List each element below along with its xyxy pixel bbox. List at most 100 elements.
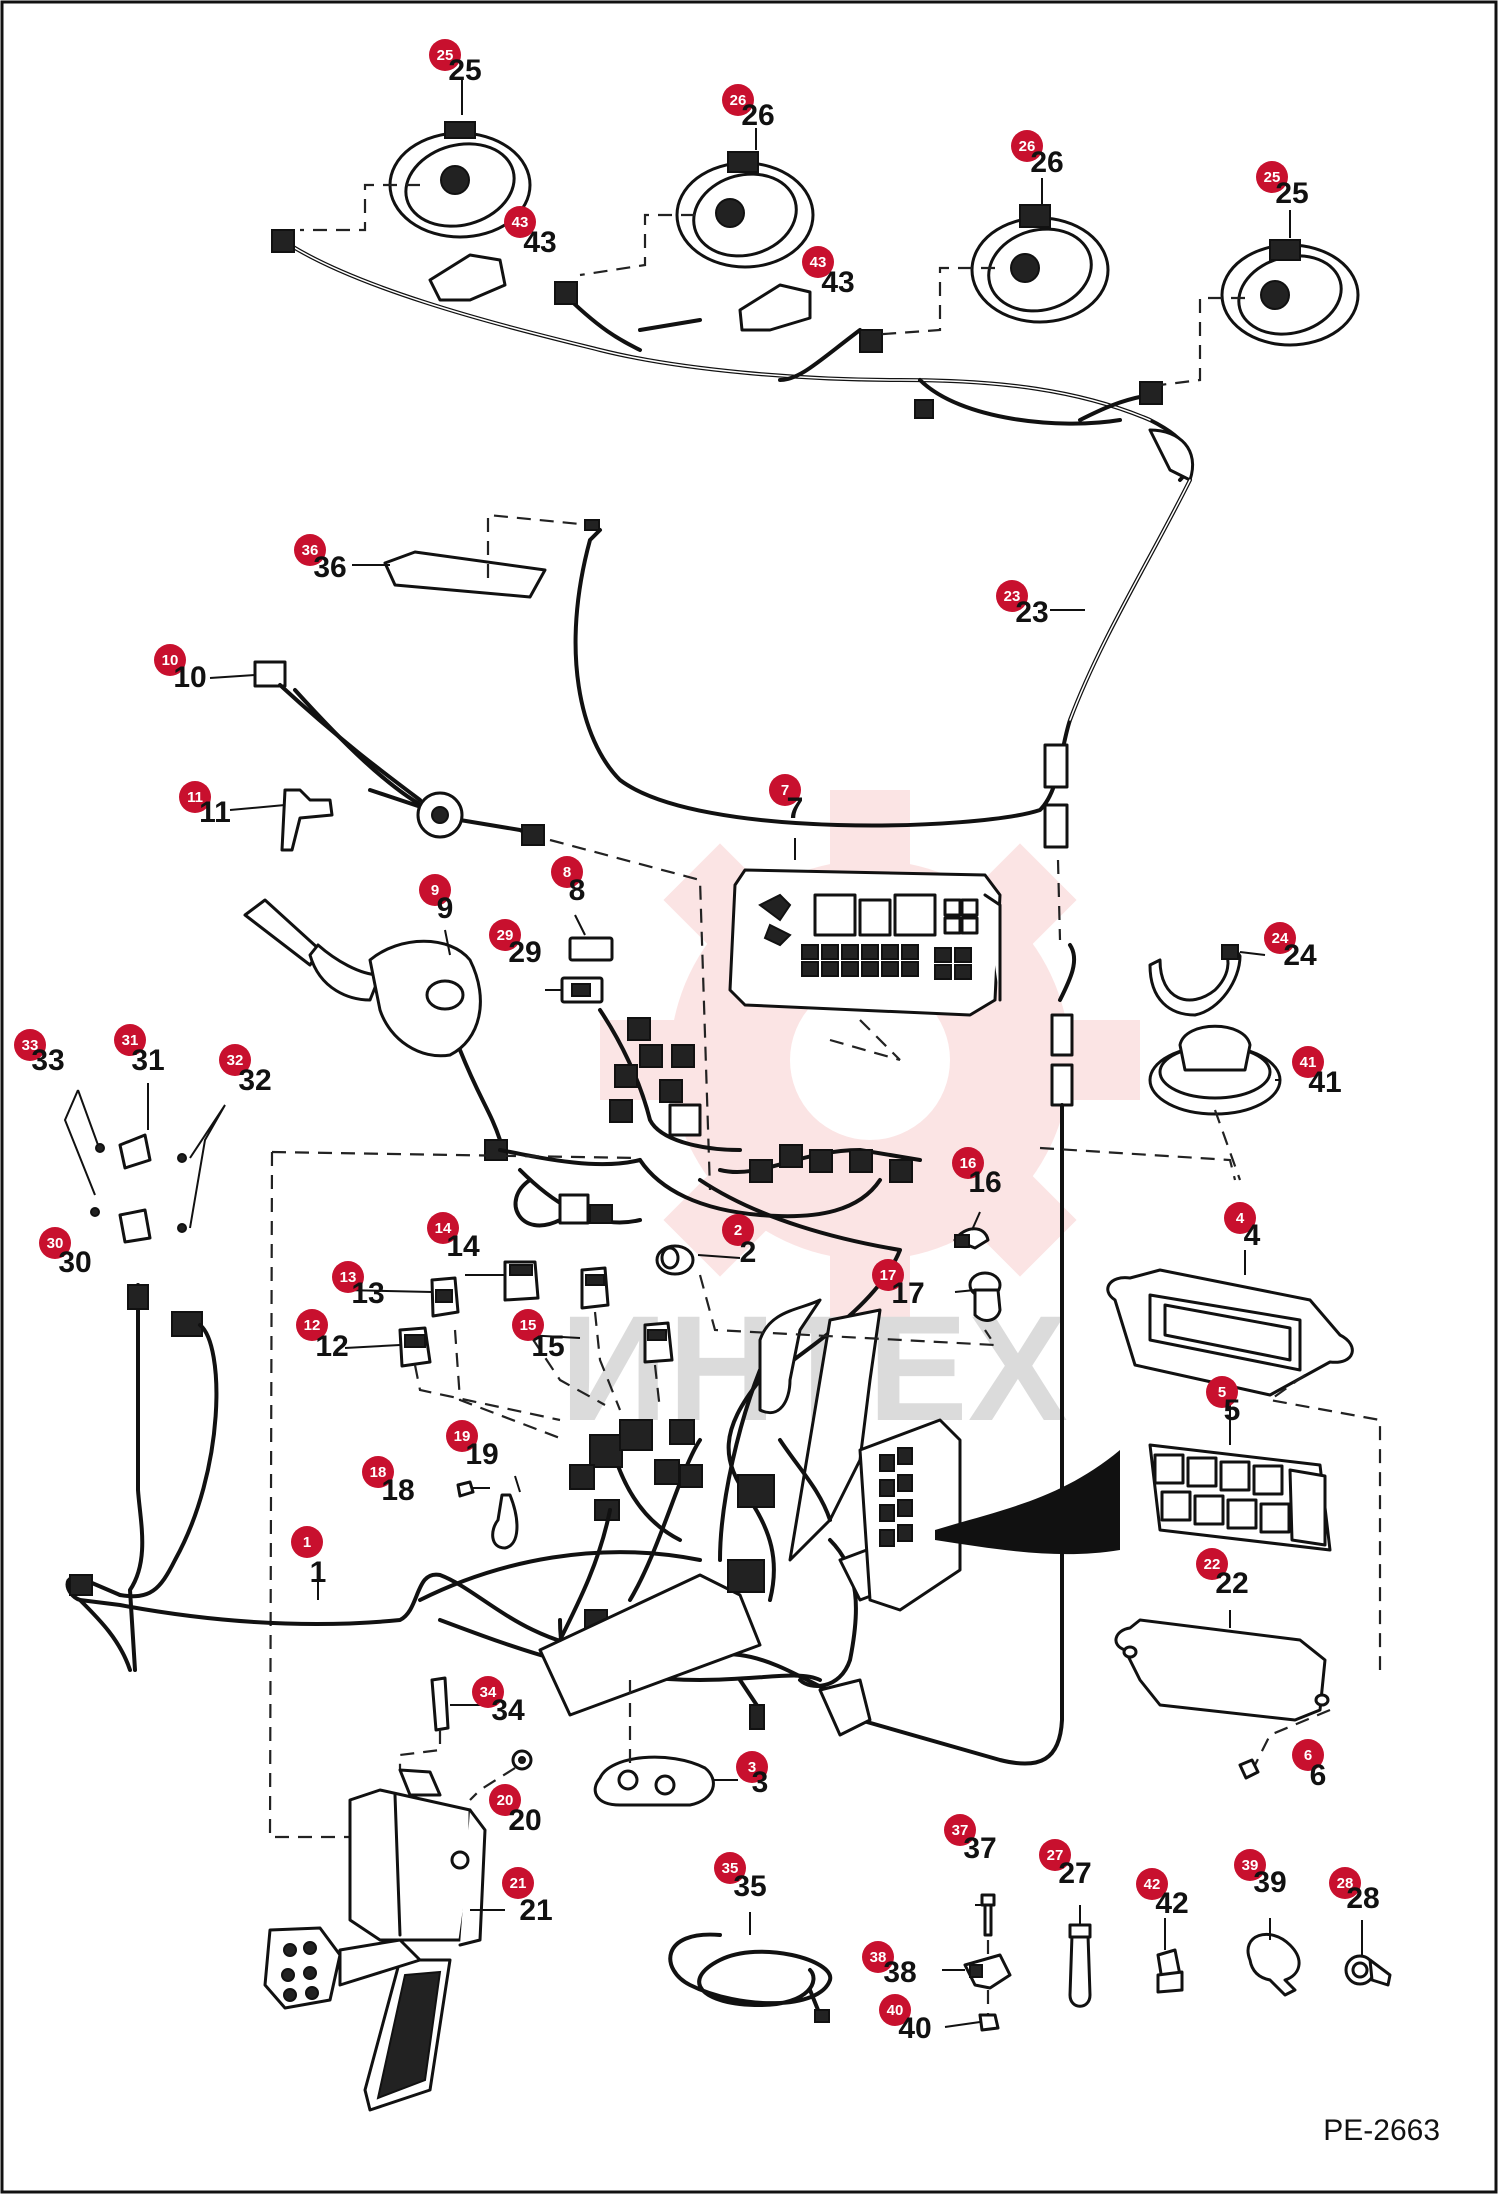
- callout-25-right: 25 25: [1256, 161, 1309, 210]
- callout-number: 16: [968, 1166, 1001, 1199]
- callout-10: 10 10: [154, 644, 207, 694]
- callout-3: 3 3: [736, 1751, 768, 1799]
- callout-6: 6 6: [1292, 1739, 1326, 1792]
- callout-8: 8 8: [551, 856, 585, 907]
- callout-number: 20: [508, 1804, 541, 1837]
- callout-number: 9: [437, 892, 454, 925]
- callout-badge-text: 38: [870, 1949, 887, 1966]
- callout-number: 30: [58, 1246, 91, 1279]
- rear-light-25-right: [1220, 239, 1360, 347]
- callout-number: 34: [491, 1694, 525, 1727]
- callout-badge-text: 11: [187, 789, 203, 806]
- bolt-6: [1238, 1758, 1260, 1780]
- callout-badge-text: 42: [1144, 1876, 1161, 1893]
- callout-badge-text: 37: [952, 1822, 969, 1839]
- nut-20: [511, 1749, 533, 1771]
- callout-27: 27 27: [1039, 1839, 1092, 1890]
- callout-badge-text: 35: [722, 1860, 739, 1877]
- callout-2: 2 2: [722, 1214, 756, 1269]
- callout-badge-text: 13: [340, 1269, 357, 1286]
- callout-badge-text: 3: [748, 1759, 756, 1776]
- callout-number: 39: [1253, 1866, 1286, 1899]
- rear-light-25-left: [388, 121, 532, 239]
- rear-light-26-right: [970, 204, 1110, 324]
- callout-number: 21: [519, 1894, 552, 1927]
- callout-badge-text: 28: [1337, 1875, 1354, 1892]
- callout-badge-text: 7: [781, 782, 789, 799]
- cluster-button-row: [801, 944, 972, 980]
- clamp-39: [1246, 1932, 1301, 1997]
- callout-badge-text: 31: [122, 1032, 139, 1049]
- bracket-43-left: [428, 253, 507, 302]
- callout-number: 5: [1224, 1394, 1241, 1427]
- callout-badge-text: 10: [162, 652, 179, 669]
- callout-badge-text: 5: [1218, 1384, 1226, 1401]
- callout-17: 17 17: [872, 1259, 925, 1310]
- callout-14: 14 14: [427, 1212, 480, 1263]
- callout-number: 10: [173, 661, 206, 694]
- callout-19: 19 19: [446, 1420, 499, 1471]
- callout-badge-text: 30: [47, 1235, 64, 1252]
- switch-15b: [643, 1321, 674, 1364]
- fuse-panel: [858, 1418, 1120, 1612]
- cover-22: [1114, 1618, 1330, 1722]
- callout-badge-text: 2: [734, 1222, 742, 1239]
- switch-15a: [580, 1266, 610, 1310]
- callout-badge-text: 26: [1019, 138, 1036, 155]
- callout-25-left: 25 25: [429, 39, 482, 87]
- callout-badge-text: 17: [880, 1267, 897, 1284]
- socket-2: [655, 1244, 695, 1276]
- callout-18: 18 18: [362, 1456, 415, 1507]
- clip-19: [491, 1493, 519, 1550]
- callout-number: 19: [465, 1438, 498, 1471]
- callout-number: 32: [238, 1064, 271, 1097]
- switch-13: [430, 1276, 460, 1318]
- grommet-3: [593, 1755, 715, 1807]
- callout-number: 43: [821, 266, 854, 299]
- callout-41: 41 41: [1292, 1046, 1342, 1099]
- callout-number: 42: [1155, 1887, 1188, 1920]
- rear-light-26-left: [675, 151, 815, 269]
- callout-badge-text: 12: [304, 1317, 321, 1334]
- callout-number: 41: [1308, 1066, 1341, 1099]
- callout-badge-text: 15: [520, 1317, 537, 1334]
- callout-30: 30 30: [39, 1227, 92, 1279]
- joystick-handle-9: [243, 898, 508, 1161]
- callout-badge-text: 32: [227, 1052, 244, 1069]
- clip-42: [1156, 1948, 1184, 1994]
- callout-number: 25: [448, 54, 481, 87]
- bracket-43-right: [738, 283, 812, 332]
- callout-number: 28: [1346, 1882, 1379, 1915]
- socket-17: [968, 1271, 1002, 1322]
- callout-5: 5 5: [1206, 1376, 1240, 1427]
- figure-code: PE-2663: [1323, 2114, 1440, 2147]
- callout-badge-text: 16: [960, 1155, 977, 1172]
- connector-31: [95, 1133, 187, 1170]
- callout-badge-text: 33: [22, 1037, 39, 1054]
- callout-16: 16 16: [952, 1147, 1002, 1199]
- callout-number: 4: [1244, 1219, 1261, 1252]
- callout-7: 7 7: [769, 774, 803, 825]
- callout-number: 12: [315, 1330, 348, 1363]
- callout-number: 13: [351, 1277, 384, 1310]
- switch-14: [503, 1260, 540, 1302]
- central-connectors: [498, 1008, 922, 1372]
- callout-number: 18: [381, 1474, 414, 1507]
- callout-34: 34 34: [472, 1676, 525, 1727]
- foot-pedal-21: [263, 1768, 487, 2112]
- callout-badge-text: 24: [1272, 930, 1289, 947]
- cable-tie-27: [1068, 1923, 1092, 2008]
- clip-38: [963, 1953, 1012, 1990]
- callout-badge-text: 40: [887, 2002, 904, 2019]
- plug-16: [953, 1227, 990, 1250]
- callout-badge-text: 26: [730, 92, 747, 109]
- callout-number: 33: [31, 1044, 64, 1077]
- callout-number: 26: [741, 99, 774, 132]
- callout-43-right: 43 43: [802, 246, 855, 299]
- callout-33: 33 33: [14, 1029, 65, 1077]
- callout-badge-text: 25: [437, 47, 454, 64]
- callout-21: 21 21: [502, 1867, 553, 1927]
- callout-number: 6: [1310, 1759, 1327, 1792]
- callout-number: 8: [569, 874, 586, 907]
